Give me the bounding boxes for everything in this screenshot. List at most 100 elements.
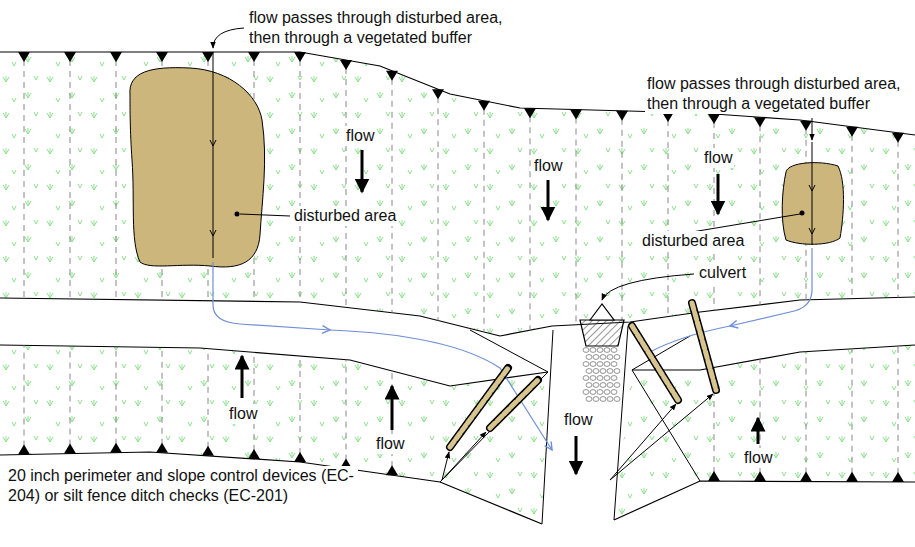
art-path xyxy=(330,330,552,450)
flow-label: flow xyxy=(344,126,376,146)
art-path xyxy=(570,110,582,120)
art-line xyxy=(300,60,301,302)
art-path xyxy=(340,60,352,70)
art-path xyxy=(130,68,265,267)
art-ellipse xyxy=(611,390,617,395)
art-ellipse xyxy=(597,362,603,367)
art-path xyxy=(610,394,713,480)
art-path xyxy=(754,117,766,127)
art-path xyxy=(708,471,720,481)
art-line xyxy=(361,150,364,192)
art-line xyxy=(70,346,71,446)
art-ellipse xyxy=(590,362,596,367)
art-path xyxy=(18,52,30,62)
art-ellipse xyxy=(611,348,617,353)
art-ellipse xyxy=(586,397,592,402)
art-path xyxy=(210,140,216,236)
art-g xyxy=(440,304,700,524)
art-path xyxy=(386,465,398,475)
art-path xyxy=(650,326,730,352)
art-line xyxy=(717,174,720,214)
art-ellipse xyxy=(586,355,592,360)
art-ellipse xyxy=(604,348,610,353)
art-line xyxy=(852,135,853,299)
art-path xyxy=(0,297,915,336)
art-ellipse xyxy=(590,376,596,381)
art-line xyxy=(530,116,531,330)
art-ellipse xyxy=(590,390,596,395)
art-ellipse xyxy=(600,383,606,388)
art-path xyxy=(213,262,330,330)
art-path xyxy=(754,471,766,481)
art-ellipse xyxy=(583,390,589,395)
art-path xyxy=(294,452,306,462)
art-path xyxy=(0,452,542,524)
art-path xyxy=(590,304,614,320)
art-g xyxy=(0,52,915,524)
art-path xyxy=(156,443,168,453)
art-line xyxy=(254,352,255,451)
flow-label: flow xyxy=(702,148,734,168)
art-line xyxy=(632,326,678,400)
art-ellipse xyxy=(597,348,603,353)
art-ellipse xyxy=(593,397,599,402)
flow-label: flow xyxy=(742,448,774,468)
art-path xyxy=(0,52,915,336)
art-line xyxy=(438,97,439,320)
art-ellipse xyxy=(593,355,599,360)
art-line xyxy=(300,356,301,454)
art-ellipse xyxy=(597,390,603,395)
art-path xyxy=(846,127,858,137)
area-label: disturbed area xyxy=(640,231,746,251)
art-line xyxy=(806,352,807,474)
art-line xyxy=(24,60,25,298)
art-path xyxy=(800,471,812,481)
art-line xyxy=(898,141,899,298)
art-ellipse xyxy=(586,369,592,374)
art-path xyxy=(892,133,904,143)
art-ellipse xyxy=(583,348,589,353)
art-line xyxy=(898,346,899,474)
art-line xyxy=(852,349,853,474)
art-path xyxy=(110,52,122,62)
art-ellipse xyxy=(583,376,589,381)
art-path xyxy=(542,326,628,524)
art-g xyxy=(632,326,678,400)
art-line xyxy=(490,380,538,428)
culvert-label: culvert xyxy=(697,263,748,283)
art-g xyxy=(242,150,758,474)
art-path xyxy=(202,52,214,62)
art-line xyxy=(450,368,508,447)
art-ellipse xyxy=(590,348,596,353)
art-line xyxy=(692,303,716,390)
art-path xyxy=(0,345,548,524)
art-ellipse xyxy=(607,397,613,402)
art-g xyxy=(18,52,904,482)
art-line xyxy=(760,125,761,305)
art-path xyxy=(812,142,813,245)
art-path xyxy=(524,108,536,118)
art-line xyxy=(346,68,347,307)
art-line xyxy=(346,360,347,461)
art-line xyxy=(622,119,623,323)
art-line xyxy=(547,180,550,220)
art-path xyxy=(213,52,214,258)
flow-label: flow xyxy=(374,434,406,454)
art-line xyxy=(450,368,508,447)
art-g xyxy=(450,368,508,447)
art-path xyxy=(110,443,122,453)
callout-note: flow passes through disturbed area, then… xyxy=(247,8,513,48)
art-g xyxy=(583,348,620,402)
flow-label: flow xyxy=(227,404,259,424)
art-path xyxy=(614,481,915,520)
art-path xyxy=(202,446,214,456)
art-line xyxy=(490,380,538,428)
art-path xyxy=(432,89,444,99)
art-ellipse xyxy=(604,390,610,395)
flow-label: flow xyxy=(532,156,564,176)
art-line xyxy=(632,326,678,400)
art-path xyxy=(248,449,260,459)
art-path xyxy=(730,248,812,326)
